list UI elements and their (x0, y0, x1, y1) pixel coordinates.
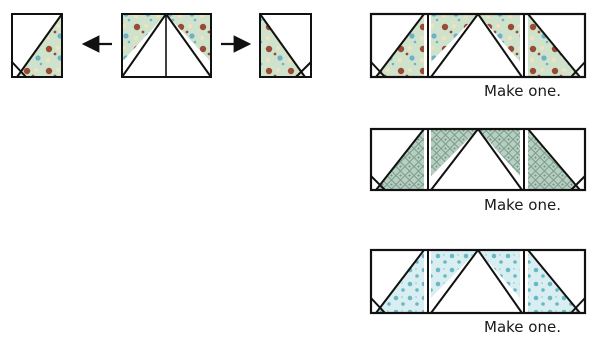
fabric-right-triangle (166, 14, 211, 62)
strip-lattice (369, 127, 587, 192)
strip-floral (369, 12, 587, 79)
cut-half-right-unit (259, 13, 312, 78)
caption-make-one-teal: Make one. (484, 318, 561, 336)
strip-teal (369, 248, 587, 315)
cut-half-left-unit (11, 13, 63, 78)
caption-make-one-floral: Make one. (484, 82, 561, 100)
caption-make-one-lattice: Make one. (484, 196, 561, 214)
flying-geese-unit (121, 13, 212, 78)
fabric-left-triangle (122, 14, 166, 62)
